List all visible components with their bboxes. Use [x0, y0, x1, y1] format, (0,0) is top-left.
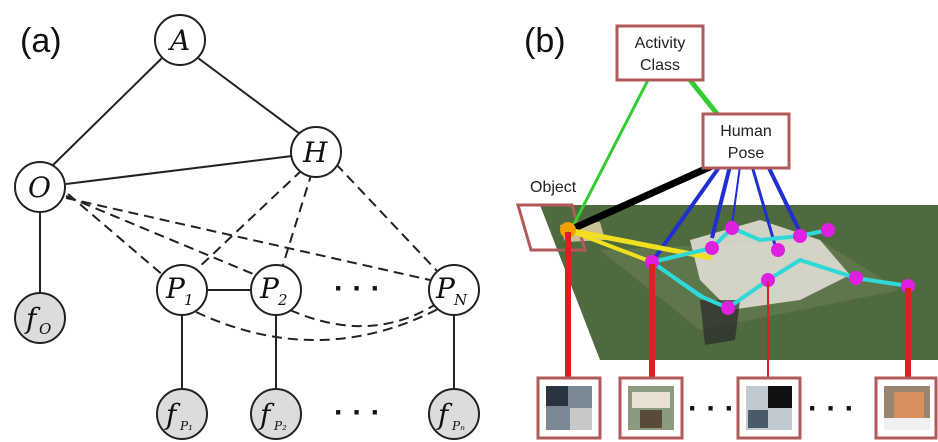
joint-2	[705, 241, 719, 255]
human-pose-box	[701, 112, 791, 170]
edge-O-H	[65, 155, 293, 185]
node-P1-sub: 1	[184, 291, 194, 309]
node-fo	[14, 292, 66, 344]
node-fP1-sub: P₁	[179, 419, 193, 433]
node-O-label: O	[28, 171, 51, 204]
edge-pose-p4	[750, 165, 777, 246]
node-H	[290, 126, 342, 178]
node-P2-label: P	[259, 272, 280, 305]
edge-O-P2	[65, 195, 259, 277]
node-fP1	[156, 388, 208, 440]
node-P2	[250, 264, 302, 316]
edge-O-PN	[65, 197, 431, 281]
patch-part-N	[874, 376, 938, 440]
node-fP2	[250, 388, 302, 440]
f-ellipsis: · · ·	[334, 396, 381, 429]
panel-a: (a) A H O f O P 1 P 2	[14, 14, 480, 440]
node-PN-label: P	[435, 272, 456, 305]
edge-pose-p3	[731, 165, 741, 226]
patch-part-1	[618, 376, 684, 440]
edge-A-O	[51, 57, 163, 167]
node-H-label: H	[302, 136, 328, 169]
object-label: Object	[530, 179, 577, 196]
edge-O-P1	[67, 193, 165, 277]
edge-H-P1	[195, 169, 303, 271]
edge-pose-object	[568, 162, 714, 234]
joint-3	[725, 221, 739, 235]
skeleton-leg	[651, 260, 709, 302]
node-PN	[428, 264, 480, 316]
player-figure	[690, 220, 850, 310]
joint-5	[793, 229, 807, 243]
joint-6	[821, 223, 835, 237]
human-pose-line2: Pose	[728, 145, 765, 162]
activity-class-line2: Class	[640, 57, 680, 74]
joint-4	[771, 243, 785, 257]
panel-b-label: (b)	[524, 22, 566, 60]
joint-7	[761, 273, 775, 287]
node-A	[154, 14, 206, 66]
patch-ellipsis-1: · · ·	[688, 392, 735, 425]
node-fP2-sub: P₂	[273, 419, 287, 433]
node-A-label: A	[167, 24, 190, 57]
node-P2-sub: 2	[277, 291, 288, 309]
patch-part-2	[736, 376, 802, 440]
node-O	[14, 161, 66, 213]
node-P1	[156, 264, 208, 316]
edge-P1-PN	[195, 307, 441, 342]
object-point	[560, 222, 576, 238]
activity-class-line1: Activity	[635, 35, 686, 52]
edge-pose-p5	[766, 165, 802, 233]
patch-ellipsis-2: · · ·	[808, 392, 855, 425]
edge-pose-p2	[710, 165, 732, 239]
panel-a-label: (a)	[20, 22, 62, 60]
node-fPN	[428, 388, 480, 440]
joint-9	[849, 271, 863, 285]
node-fPN-sub: Pₙ	[451, 419, 465, 433]
edge-object-part-b	[567, 228, 653, 264]
edge-activity-object	[570, 79, 650, 229]
patch-object	[536, 376, 602, 440]
edge-P2-PN	[289, 303, 437, 328]
edge-A-H	[197, 57, 301, 135]
p-ellipsis: · · ·	[334, 272, 381, 305]
joint-10	[901, 279, 915, 293]
node-P1-label: P	[165, 272, 186, 305]
joint-1	[645, 255, 659, 269]
activity-class-box	[615, 24, 705, 82]
edge-H-P2	[281, 171, 313, 269]
edge-H-PN	[335, 163, 439, 273]
node-fo-sub: O	[39, 320, 51, 338]
panel-b: (b) Object	[516, 22, 938, 440]
object-outline	[516, 203, 587, 252]
human-pose-line1: Human	[720, 123, 772, 140]
joint-8	[721, 301, 735, 315]
node-PN-sub: N	[453, 291, 468, 309]
